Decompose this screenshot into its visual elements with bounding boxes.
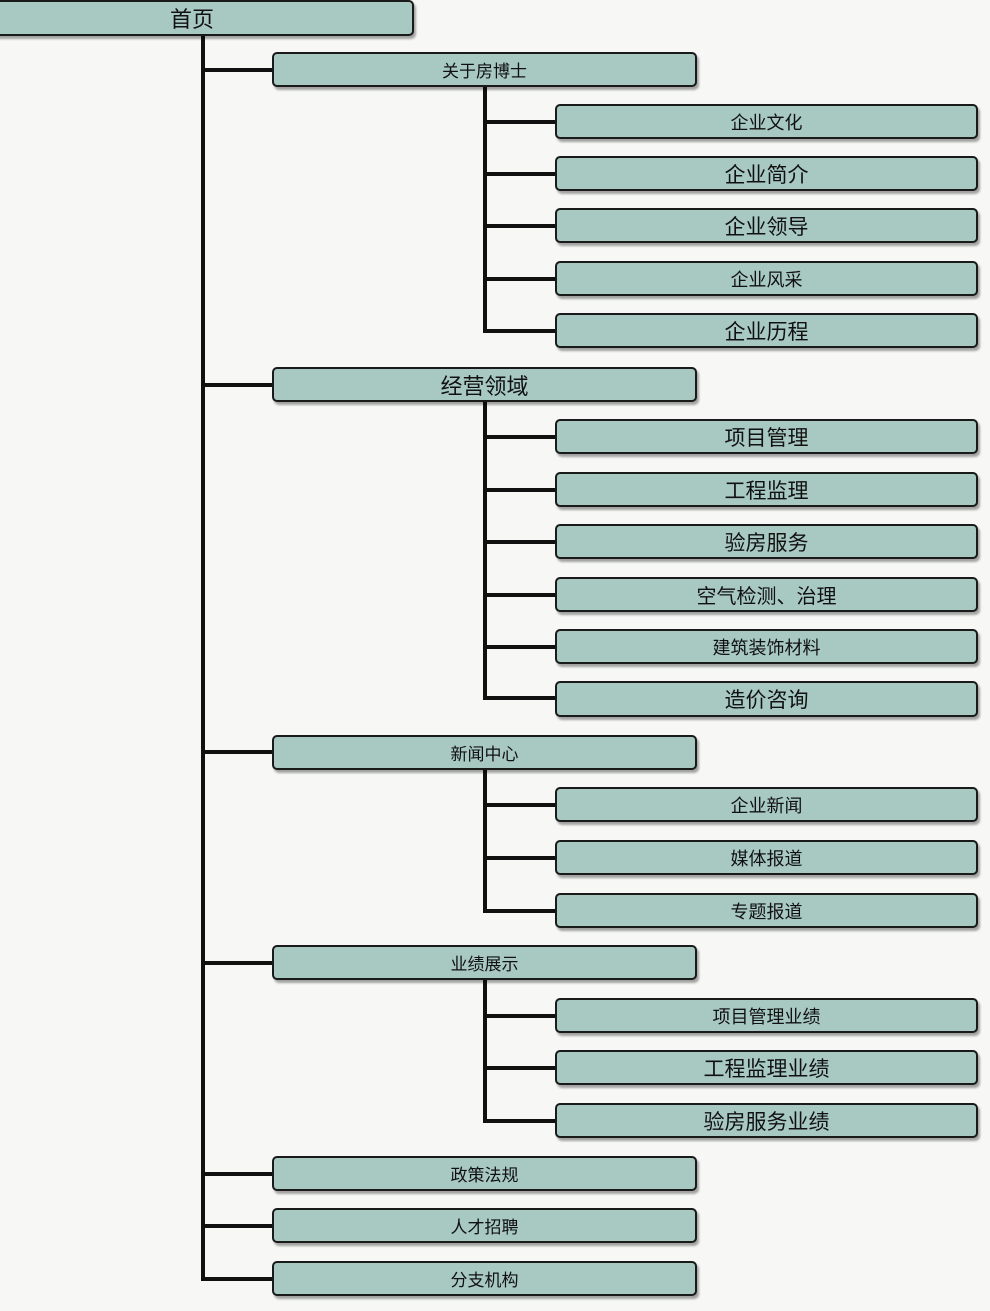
section-node[interactable]: 关于房博士 (272, 52, 697, 87)
item-node[interactable]: 企业简介 (555, 156, 978, 191)
item-node[interactable]: 媒体报道 (555, 840, 978, 875)
sub-branch-line (483, 540, 556, 544)
sub-branch-line (483, 645, 556, 649)
sub-branch-line (483, 172, 556, 176)
section-trunk-line (483, 980, 487, 1123)
section-node[interactable]: 分支机构 (272, 1261, 697, 1296)
item-node[interactable]: 企业文化 (555, 104, 978, 139)
sub-branch-line (483, 856, 556, 860)
section-trunk-line (483, 86, 487, 333)
item-node[interactable]: 企业历程 (555, 313, 978, 348)
sub-branch-line (483, 909, 556, 913)
item-node[interactable]: 企业风采 (555, 261, 978, 296)
section-node[interactable]: 经营领域 (272, 367, 697, 402)
section-trunk-line (483, 769, 487, 913)
branch-line (201, 961, 274, 965)
item-node[interactable]: 验房服务业绩 (555, 1103, 978, 1138)
sub-branch-line (483, 696, 556, 700)
sub-branch-line (483, 803, 556, 807)
section-node[interactable]: 人才招聘 (272, 1208, 697, 1243)
section-node[interactable]: 新闻中心 (272, 735, 697, 770)
branch-line (201, 1224, 274, 1228)
branch-line (201, 383, 274, 387)
sub-branch-line (483, 1014, 556, 1018)
sub-branch-line (483, 224, 556, 228)
item-node[interactable]: 工程监理 (555, 472, 978, 507)
item-node[interactable]: 验房服务 (555, 524, 978, 559)
branch-line (201, 1277, 274, 1281)
item-node[interactable]: 项目管理业绩 (555, 998, 978, 1033)
sub-branch-line (483, 593, 556, 597)
item-node[interactable]: 企业新闻 (555, 787, 978, 822)
sub-branch-line (483, 120, 556, 124)
section-trunk-line (483, 402, 487, 700)
branch-line (201, 1172, 274, 1176)
item-node[interactable]: 专题报道 (555, 893, 978, 928)
sub-branch-line (483, 488, 556, 492)
sub-branch-line (483, 277, 556, 281)
sub-branch-line (483, 329, 556, 333)
sub-branch-line (483, 435, 556, 439)
item-node[interactable]: 工程监理业绩 (555, 1050, 978, 1085)
item-node[interactable]: 建筑装饰材料 (555, 629, 978, 664)
section-node[interactable]: 政策法规 (272, 1156, 697, 1191)
item-node[interactable]: 项目管理 (555, 419, 978, 454)
item-node[interactable]: 企业领导 (555, 208, 978, 243)
sub-branch-line (483, 1119, 556, 1123)
sub-branch-line (483, 1066, 556, 1070)
root-trunk-line (201, 34, 205, 1281)
branch-line (201, 68, 274, 72)
section-node[interactable]: 业绩展示 (272, 945, 697, 980)
item-node[interactable]: 造价咨询 (555, 681, 978, 717)
root-node[interactable]: 首页 (0, 0, 414, 36)
branch-line (201, 750, 274, 754)
item-node[interactable]: 空气检测、治理 (555, 577, 978, 612)
